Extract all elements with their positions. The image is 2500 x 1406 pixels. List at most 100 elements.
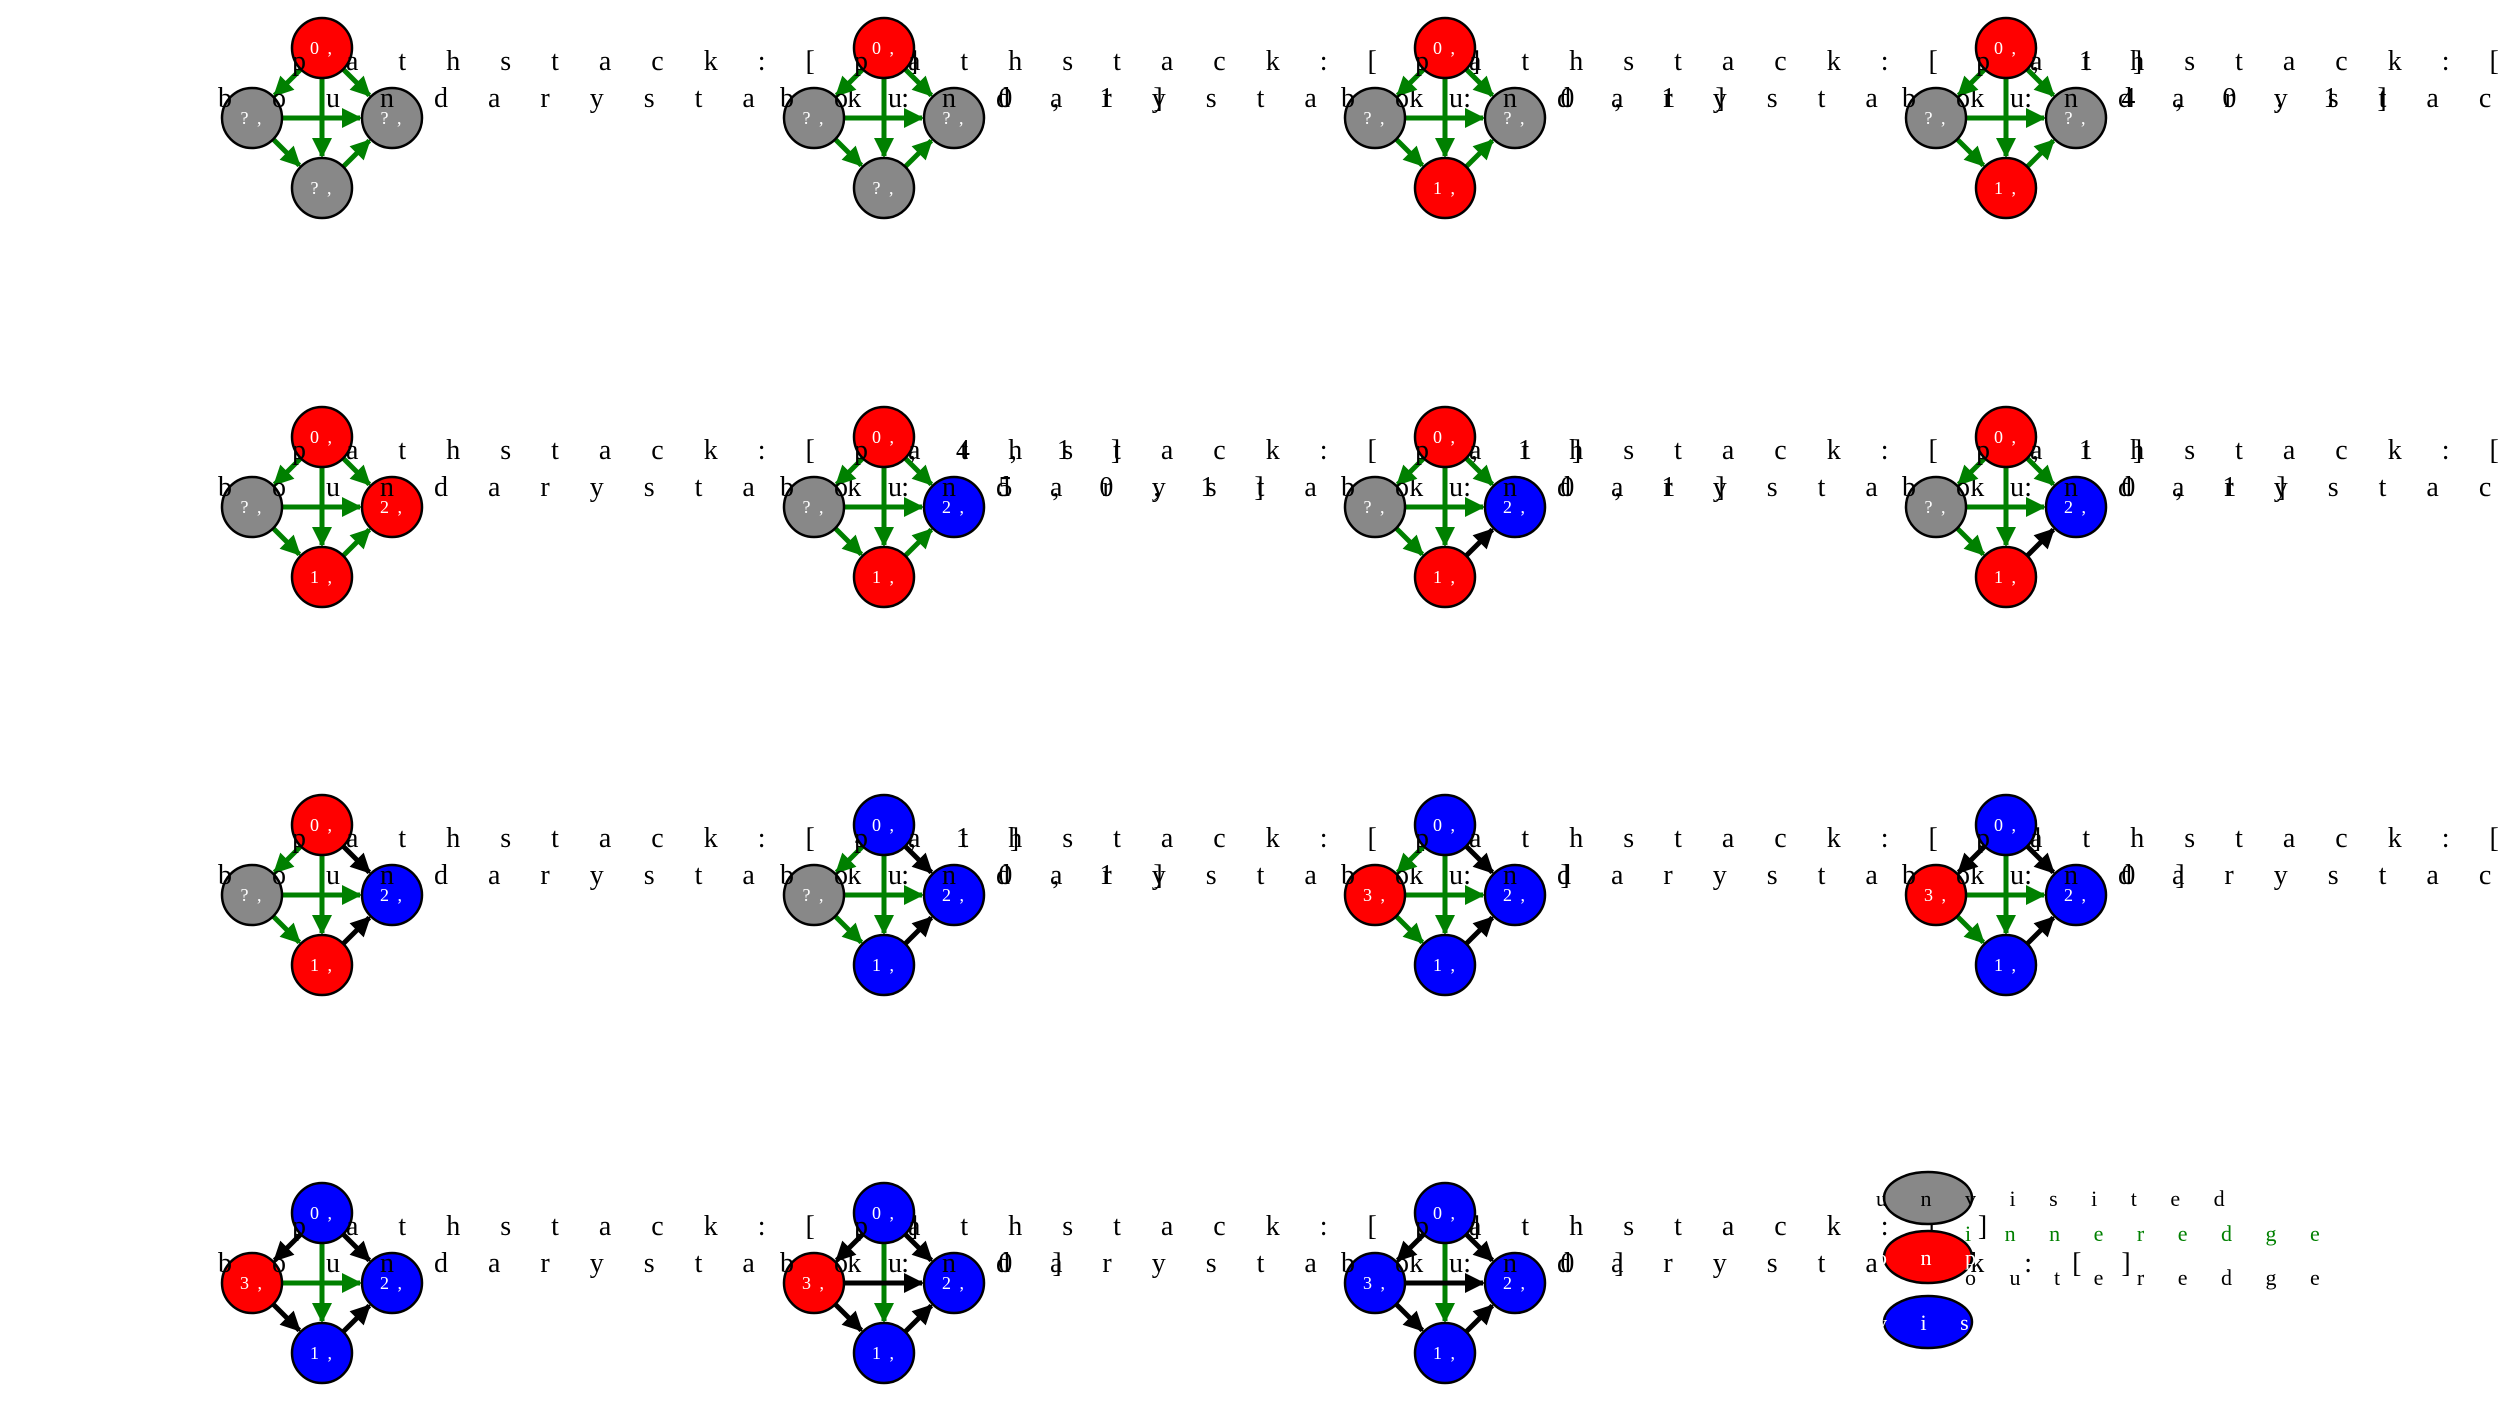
node-0-on_path: [852, 16, 916, 80]
node-label: 0 ,: [872, 38, 896, 58]
edge-e03-inner: [834, 456, 865, 487]
edge-e03-inner: [272, 844, 303, 875]
node-label: 1 ,: [1433, 1343, 1457, 1363]
edge-e03-inner: [1956, 456, 1987, 487]
legend-label-visited_complete: v i s i t e d , c o m p: [1876, 1310, 2372, 1335]
edge-e31-inner: [833, 137, 864, 168]
path-stack-text: p a t h s t a c k : [ ]: [1415, 1211, 2004, 1242]
node-1-visited_complete: [290, 1321, 354, 1385]
node-1-on_path: [290, 933, 354, 997]
node-0-on_path: [290, 793, 354, 857]
edge-e02-inner: [1464, 456, 1495, 487]
panel: 0 ,? ,? ,? ,p a t h s t a c k : [ 1 ]b o…: [218, 16, 1179, 220]
edge-e31-inner: [1394, 914, 1425, 945]
edge-e12-outer: [2025, 915, 2056, 946]
node-label: ? ,: [803, 885, 826, 905]
node-label: ? ,: [1364, 108, 1387, 128]
node-2-unvisited: [360, 86, 424, 150]
node-label: 0 ,: [1433, 427, 1457, 447]
path-stack-text: p a t h s t a c k : [ 4 , 1: [1976, 46, 2500, 77]
node-label: ? ,: [241, 497, 264, 517]
node-1-visited_complete: [1974, 933, 2038, 997]
edge-e03-inner: [1395, 844, 1426, 875]
node-1-on_path: [852, 545, 916, 609]
node-1-visited_complete: [1413, 933, 1477, 997]
edge-e12-inner: [341, 527, 372, 558]
node-1-visited_complete: [1413, 1321, 1477, 1385]
edge-e31-inner: [271, 526, 302, 557]
boundary-stack-text: b o u n d a r y s t a c k : [: [1902, 83, 2500, 114]
node-2-visited_complete: [360, 863, 424, 927]
node-2-unvisited: [922, 86, 986, 150]
legend-swatch-on_path: [1882, 1229, 1974, 1285]
boundary-stack-text: b o u n d a r y s t a c k : [ 0 , 1 ]: [218, 83, 1179, 114]
node-2-visited_complete: [1483, 1251, 1547, 1315]
node-label: 1 ,: [310, 567, 334, 587]
legend-label-outer-edge: o u t e r e d g e: [1965, 1265, 2334, 1290]
node-label: 1 ,: [872, 955, 896, 975]
node-2-visited_complete: [2044, 863, 2108, 927]
path-stack-text: p a t h s t a c k : [ 3 ]: [1415, 823, 2058, 854]
node-0-visited_complete: [1413, 793, 1477, 857]
node-2-visited_complete: [922, 1251, 986, 1315]
edge-e02-outer: [2025, 844, 2056, 875]
edge-e31-inner: [1394, 137, 1425, 168]
path-stack-text: p a t h s t a c k : [ 3 ]: [854, 1211, 1497, 1242]
node-3-on_path: [220, 1251, 284, 1315]
node-label: 0 ,: [310, 38, 334, 58]
node-label: 2 ,: [380, 497, 404, 517]
node-label: 0 ,: [1994, 427, 2018, 447]
node-label: 0 ,: [1433, 1203, 1457, 1223]
node-label: ? ,: [873, 178, 896, 198]
boundary-stack-text: b o u n d a r y s t a c k : [ 4 , 0 , 1 …: [1341, 83, 2403, 114]
node-label: ? ,: [803, 497, 826, 517]
node-label: ? ,: [1925, 497, 1948, 517]
edge-e02-outer: [1464, 844, 1495, 875]
node-label: ? ,: [803, 108, 826, 128]
edge-e12-outer: [1464, 1303, 1495, 1334]
edge-e02-outer: [341, 844, 372, 875]
edge-e02-inner: [2025, 67, 2056, 98]
edge-e02-outer: [1464, 1232, 1495, 1263]
edge-e12-inner: [341, 138, 372, 169]
node-label: ? ,: [943, 108, 966, 128]
edge-e31-inner: [833, 914, 864, 945]
boundary-stack-text: b o u n d a r y s t a c k : [ 0 , 1 ]: [780, 83, 1741, 114]
node-label: 1 ,: [1994, 955, 2018, 975]
edge-e12-outer: [1464, 527, 1495, 558]
panel: 0 , ? , ? , ? , p a t h s t a c k : [ 1 ] b o…: [780, 16, 1741, 220]
node-3-on_path: [1904, 863, 1968, 927]
edge-e02-inner: [341, 67, 372, 98]
node-3-unvisited: [782, 475, 846, 539]
path-stack-text: p a t h s t a c k : [ 5 , 4 , 1 ]: [292, 435, 1137, 466]
node-3-visited_complete: [1343, 1251, 1407, 1315]
edge-e31-outer: [271, 1302, 302, 1333]
edge-e02-inner: [1464, 67, 1495, 98]
boundary-stack-text: b o u n d a r y s t a c k : [: [1902, 472, 2500, 503]
node-3-unvisited: [220, 863, 284, 927]
node-0-visited_complete: [852, 793, 916, 857]
node-label: 0 ,: [1994, 815, 2018, 835]
node-3-on_path: [1343, 863, 1407, 927]
node-label: 1 ,: [310, 955, 334, 975]
edge-e31-inner: [271, 137, 302, 168]
edge-e31-outer: [1394, 1302, 1425, 1333]
edge-e02-inner: [2025, 456, 2056, 487]
node-label: 1 ,: [872, 1343, 896, 1363]
node-label: 2 ,: [380, 1273, 404, 1293]
path-stack-text: p a t h s t a c k : [ 1 ]: [854, 46, 1497, 77]
edge-e02-outer: [903, 844, 934, 875]
node-label: 3 ,: [1363, 885, 1387, 905]
node-label: 1 ,: [1433, 178, 1457, 198]
boundary-stack-text: b o u n d a r y s t a c k : [ 0 , 1 ]: [1341, 472, 2302, 503]
edge-e03-inner: [834, 67, 865, 98]
node-label: ? ,: [241, 108, 264, 128]
panel: 0 ,1 ,2 ,? ,p a t h s t a c k : [ 4 , 1b…: [1902, 405, 2500, 609]
node-label: 2 ,: [380, 885, 404, 905]
edge-e12-inner: [1464, 138, 1495, 169]
node-label: 0 ,: [1433, 815, 1457, 835]
node-label: 3 ,: [1363, 1273, 1387, 1293]
node-3-unvisited: [1904, 475, 1968, 539]
node-label: 0 ,: [310, 427, 334, 447]
